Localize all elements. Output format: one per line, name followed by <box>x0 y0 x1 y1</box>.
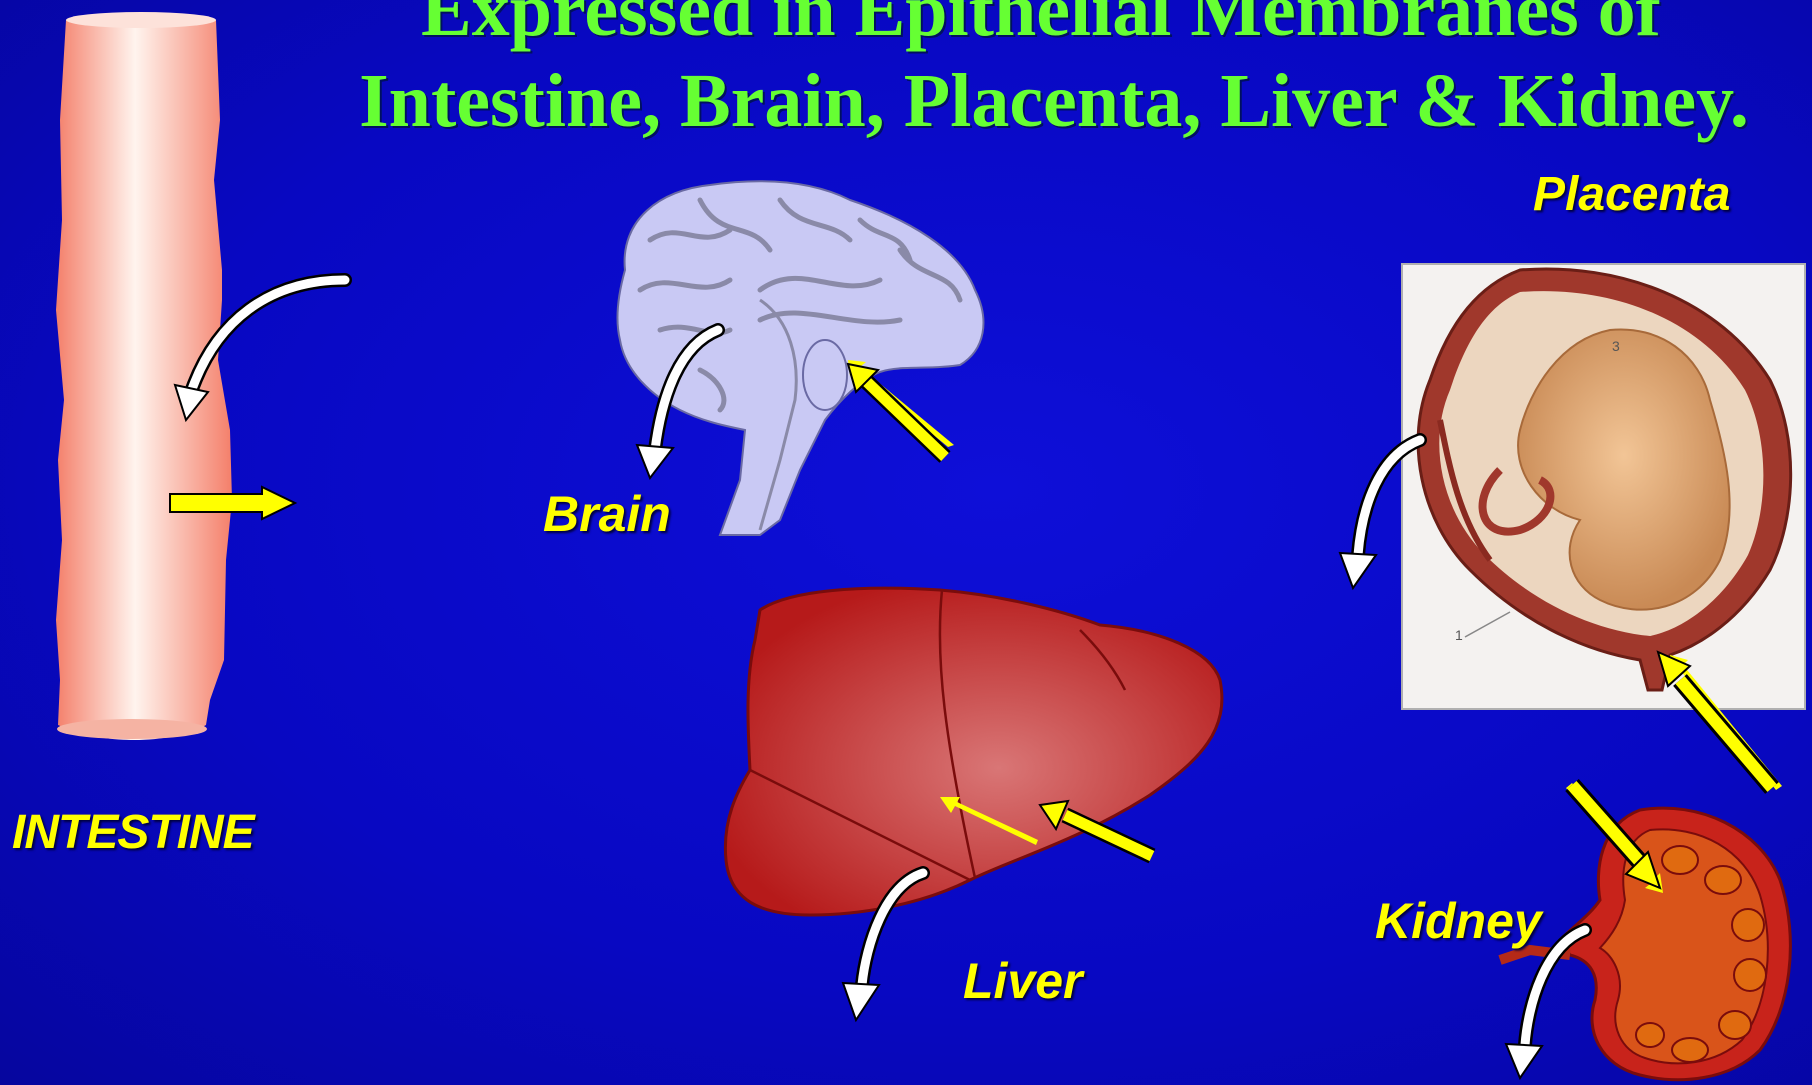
intestine-icon <box>56 12 232 740</box>
brain-icon <box>618 181 984 535</box>
label-intestine: INTESTINE <box>12 805 254 860</box>
svg-text:1: 1 <box>1455 627 1463 643</box>
label-liver: Liver <box>963 952 1083 1010</box>
placenta-fetus-image: 3 1 <box>1402 264 1805 709</box>
label-kidney: Kidney <box>1375 892 1542 950</box>
label-brain: Brain <box>543 485 671 543</box>
liver-icon <box>725 588 1222 915</box>
kidney-icon <box>1500 808 1790 1080</box>
svg-text:3: 3 <box>1612 338 1620 354</box>
label-placenta: Placenta <box>1533 167 1730 222</box>
